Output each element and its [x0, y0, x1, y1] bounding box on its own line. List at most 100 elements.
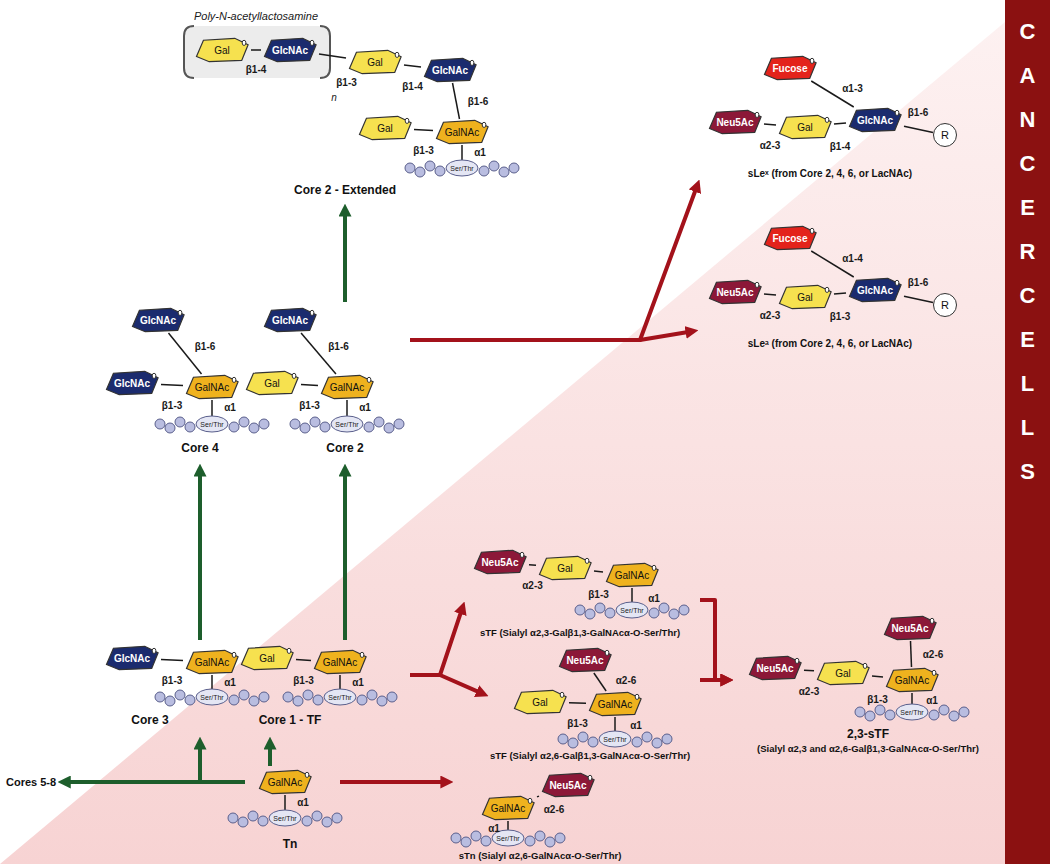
anomeric-linkage: α1 [297, 797, 309, 808]
glycosidic-bond [301, 384, 318, 386]
structure-caption: Core 1 - TF [259, 714, 322, 728]
amino-acid-bead [364, 422, 374, 432]
ring-oxygen [560, 692, 564, 697]
ring-oxygen [292, 373, 296, 378]
sugar-name: Gal [797, 292, 813, 303]
sugar-name: Fucose [772, 233, 807, 244]
pathway-arrow [410, 189, 696, 340]
amino-acid-bead [239, 417, 249, 427]
glycosidic-bond [804, 669, 814, 671]
ring-oxygen [287, 648, 291, 653]
sugar-name: GalNAc [268, 777, 302, 788]
anomeric-bond [211, 400, 213, 416]
linkage-label: α1-4 [842, 253, 863, 264]
linkage-label: β1-3 [299, 400, 320, 411]
glycan-structure: GalGalNAcCore 1 - TF [240, 640, 410, 735]
glycan-structure: GlcNAcGalGalNAcCore 2 [240, 302, 410, 462]
sugar-ring [186, 650, 238, 673]
glycosidic-bond [296, 659, 311, 661]
amino-acid-bead [312, 811, 322, 821]
linkage-label: β1-4 [246, 64, 267, 75]
sugar-name: Gal [367, 57, 383, 68]
sugar-residue: GalNAc [256, 769, 314, 795]
sugar-residue: GalNAc [603, 562, 661, 588]
amino-acid-bead [568, 738, 578, 748]
amino-acid-bead [185, 695, 195, 705]
glycosidic-bond [569, 702, 586, 704]
amino-acid-bead [302, 816, 312, 826]
anomeric-linkage: α1 [359, 402, 371, 413]
amino-acid-bead [377, 696, 387, 706]
sugar-ring [709, 110, 761, 133]
amino-acid-bead [229, 422, 239, 432]
glycosidic-bond [904, 296, 933, 302]
amino-acid-bead [939, 705, 949, 715]
ring-oxygen [242, 40, 246, 45]
sugar-ring [264, 38, 316, 61]
structure-caption: sTF (Sialyl α2,6-Galβ1,3-GalNAcα-O-Ser/T… [490, 751, 690, 762]
glycosidic-bond [251, 49, 261, 51]
sugar-ring [264, 308, 316, 331]
ring-oxygen [755, 282, 759, 287]
pathway-arrow [340, 780, 443, 784]
linkage-label: α2-6 [923, 649, 944, 660]
amino-acid-bead [155, 692, 165, 702]
amino-acid-bead [259, 419, 269, 429]
pathway-label: Cores 5-8 [6, 774, 56, 790]
sugar-name: GlcNAc [114, 378, 150, 389]
anomeric-linkage: α1 [488, 823, 500, 834]
sugar-name: Neu5Ac [566, 655, 603, 666]
amino-acid-bead [479, 166, 489, 176]
peptide-layer [155, 145, 969, 847]
sugar-residue: Neu5Ac [471, 549, 529, 575]
sugar-residue: Gal [776, 284, 834, 310]
amino-acid-bead [435, 166, 445, 176]
sugar-ring [321, 375, 373, 398]
ring-oxygen [528, 798, 532, 803]
sugar-name: GlcNAc [272, 315, 308, 326]
glycan-structure: Neu5AcNeu5AcGalGalNAc2,3-sTF(Sialyl α2,3… [735, 612, 1002, 762]
ring-oxygen [232, 377, 236, 382]
amino-acid-bead [415, 167, 425, 177]
amino-acid-bead [662, 734, 672, 744]
structure-caption: Core 4 [181, 442, 218, 456]
sugar-residue: Neu5Ac [706, 279, 764, 305]
ser-thr-residue [324, 689, 356, 705]
ring-oxygen [588, 775, 592, 780]
ser-thr-label: Ser/Thr [200, 694, 223, 701]
ser-thr-residue [196, 416, 228, 432]
amino-acid-bead [575, 605, 585, 615]
structure-caption: (Sialyl α2,3 and α2,6-Galβ1,3-GalNAcα-O-… [757, 744, 979, 755]
sugar-name: GlcNAc [140, 315, 176, 326]
sugar-ring [196, 38, 248, 61]
sugar-residue: Neu5Ac [556, 647, 614, 673]
bracket-label: Poly-N-acetyllactosamine [194, 10, 318, 22]
linkage-label: β1-6 [195, 340, 216, 351]
sugar-residue: Fucose [761, 225, 819, 251]
sugar-name: Neu5Ac [549, 780, 586, 791]
amino-acid-bead [885, 710, 895, 720]
ring-oxygen [605, 650, 609, 655]
cancer-region [0, 22, 1005, 864]
ring-oxygen [863, 663, 867, 668]
structure-caption: sTn (Sialyl α2,6-GalNAcα-O-Ser/Thr) [459, 851, 622, 862]
sugar-residue: Neu5Ac [706, 109, 764, 135]
sugar-residue: GlcNAc [129, 307, 187, 333]
structure-caption: 2,3-sTF [847, 728, 889, 742]
amino-acid-bead [525, 836, 535, 846]
amino-acid-bead [387, 692, 397, 702]
amino-acid-bead [499, 167, 509, 177]
peptide-chain [575, 588, 689, 619]
sugar-residue: GalNAc [883, 667, 941, 693]
glycosidic-bond [764, 123, 776, 125]
sugar-ring [709, 280, 761, 303]
glycosidic-bond [404, 65, 421, 67]
amino-acid-bead [585, 609, 595, 619]
pathway-arrow [700, 678, 723, 682]
linkage-label: α2-3 [522, 580, 543, 591]
amino-acid-bead [229, 695, 239, 705]
sugar-ring [884, 616, 936, 639]
r-group-circle: R [933, 293, 957, 317]
pathway-arrow [343, 214, 347, 302]
sugar-residue: Gal [346, 49, 404, 75]
